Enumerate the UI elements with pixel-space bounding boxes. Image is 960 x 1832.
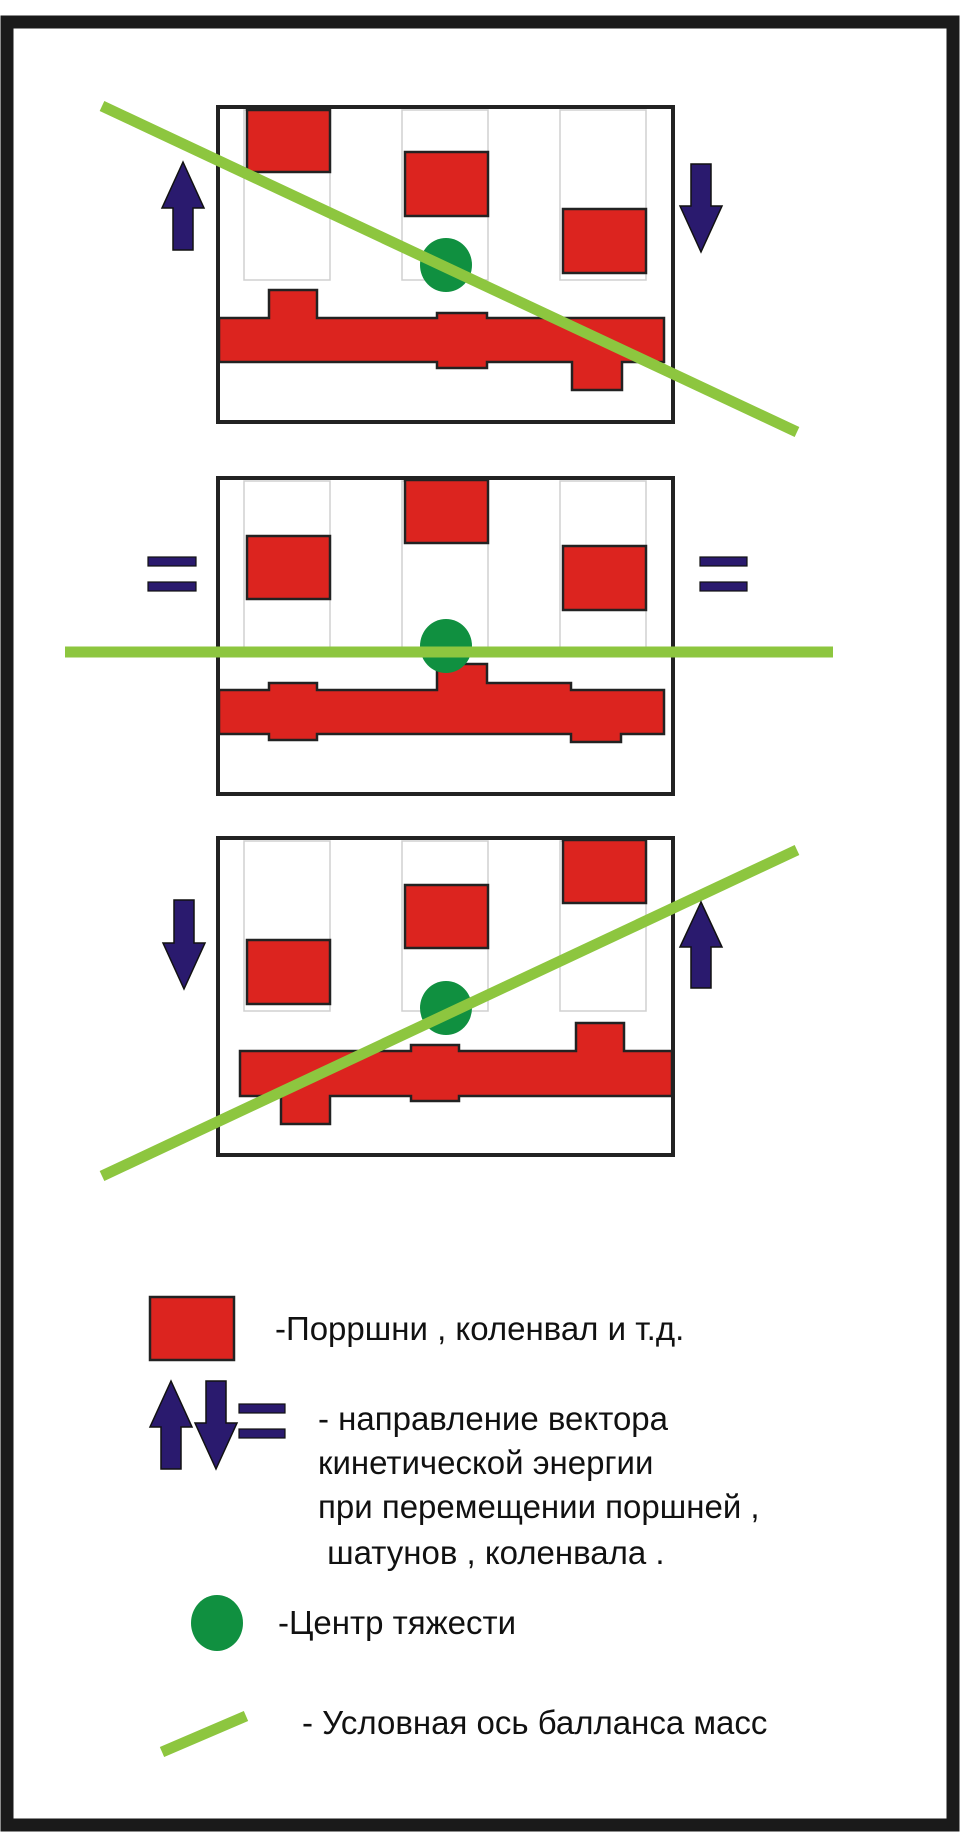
equal-sign-icon (147, 556, 197, 592)
equal-sign-icon (699, 556, 748, 592)
legend-vector-line: кинетической энергии (318, 1444, 654, 1481)
cylinder-guide (243, 840, 331, 1012)
legend-parts-label: -Порршни , коленвал и т.д. (275, 1310, 685, 1347)
panel-box (216, 105, 675, 424)
crankshaft (217, 662, 666, 744)
legend-axis-swatch (159, 1710, 249, 1758)
crankshaft (238, 1021, 674, 1126)
legend-part-swatch (148, 1295, 236, 1362)
legend-vector-line: - направление вектора (318, 1400, 668, 1437)
panel-box (216, 836, 675, 1157)
piston (245, 534, 332, 601)
panel-level (65, 476, 833, 796)
arrow-down-icon (161, 899, 207, 991)
arrow-up-icon (678, 900, 724, 989)
legend-vector-line: шатунов , коленвала . (318, 1534, 665, 1571)
piston (403, 883, 490, 950)
piston (245, 938, 332, 1006)
piston (561, 207, 648, 275)
legend-vector-line: при перемещении поршней , (318, 1488, 760, 1525)
balance-axis (99, 101, 800, 437)
arrow-up-icon (148, 1379, 194, 1470)
legend-center-label: -Центр тяжести (278, 1604, 517, 1641)
legend-center-swatch (191, 1595, 243, 1651)
piston (561, 544, 648, 612)
piston (561, 838, 648, 905)
cylinder-guide (559, 109, 647, 281)
arrow-up-icon (160, 160, 206, 251)
panel-tilt-right (99, 836, 800, 1181)
piston (403, 150, 490, 218)
crankshaft (217, 288, 666, 392)
arrow-down-icon (678, 163, 724, 254)
equal-sign-icon (238, 1403, 286, 1439)
legend-axis-label: - Условная ось балланса масс (302, 1704, 768, 1741)
piston (403, 478, 490, 545)
panel-box (216, 476, 675, 796)
panel-tilt-left (99, 101, 800, 437)
arrow-down-icon (193, 1380, 239, 1471)
piston (245, 108, 332, 174)
balance-axis (99, 845, 800, 1181)
center-of-gravity (420, 619, 472, 673)
